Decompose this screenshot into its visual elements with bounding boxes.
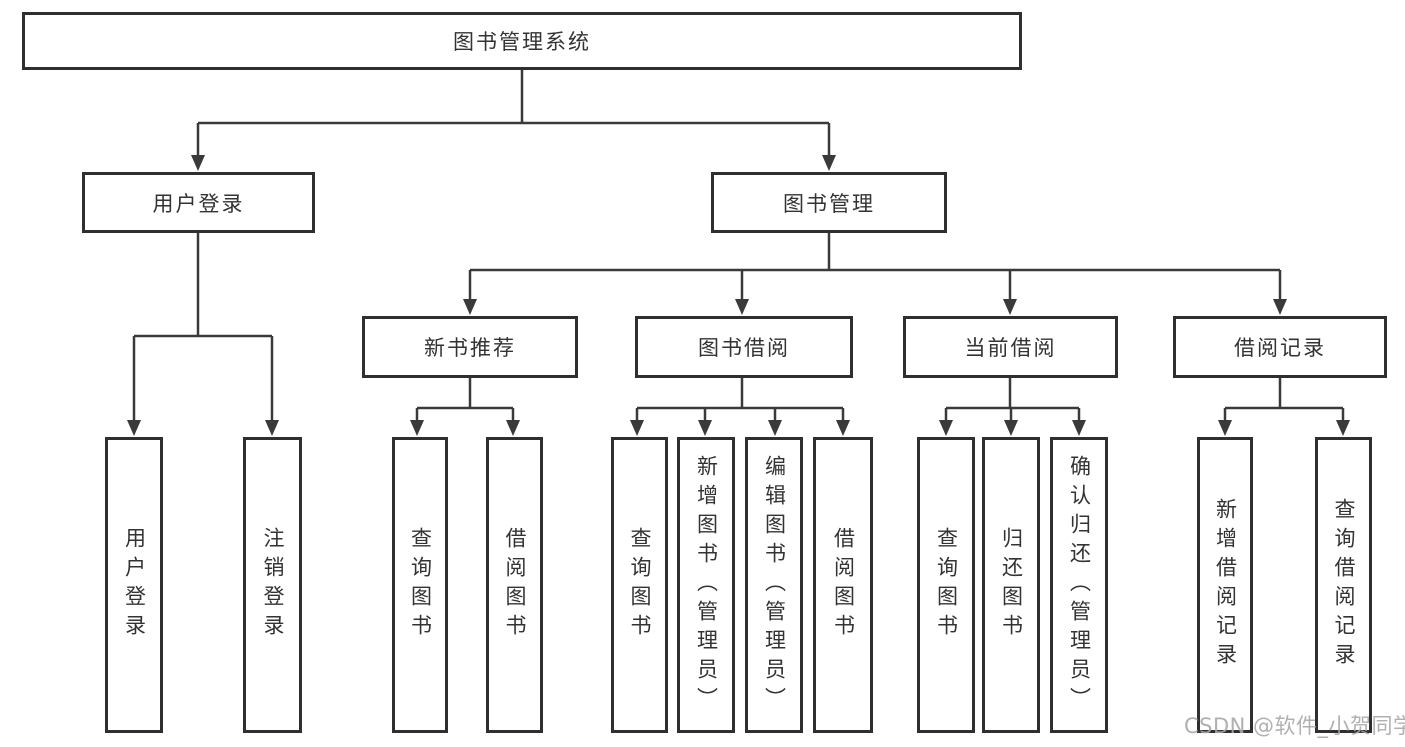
node-label: 新书推荐 (424, 336, 516, 360)
leaf-add-borrow-record: 新增借阅记录 (1197, 437, 1253, 733)
node-current-borrowing: 当前借阅 (903, 316, 1118, 378)
leaf-label: 确认归还（管理员） (1067, 454, 1092, 716)
leaf-label: 注销登录 (261, 527, 286, 643)
leaf-user-login: 用户登录 (105, 437, 163, 733)
node-user-login-branch: 用户登录 (82, 172, 315, 233)
leaf-logout: 注销登录 (243, 437, 302, 733)
leaf-label: 查询借阅记录 (1332, 498, 1357, 672)
leaf-label: 借阅图书 (831, 527, 856, 643)
leaf-query-borrow-record: 查询借阅记录 (1315, 437, 1372, 733)
leaf-label: 新增借阅记录 (1213, 498, 1238, 672)
leaf-query-books-borrowing: 查询图书 (611, 437, 668, 733)
leaf-add-book-admin: 新增图书（管理员） (677, 437, 735, 733)
leaf-edit-book-admin: 编辑图书（管理员） (745, 437, 803, 733)
leaf-return-book: 归还图书 (982, 437, 1040, 733)
leaf-label: 查询图书 (408, 527, 433, 643)
leaf-label: 查询图书 (628, 527, 653, 643)
node-label: 借阅记录 (1234, 336, 1326, 360)
leaf-label: 借阅图书 (503, 527, 528, 643)
csdn-watermark: CSDN @软件_小贺同学 (1184, 714, 1405, 738)
leaf-label: 新增图书（管理员） (694, 454, 719, 716)
node-new-book-recommend: 新书推荐 (362, 316, 578, 378)
node-label: 用户登录 (152, 191, 245, 216)
node-root-label: 图书管理系统 (453, 30, 591, 54)
leaf-query-books-current: 查询图书 (917, 437, 975, 733)
node-borrowing-records: 借阅记录 (1173, 316, 1387, 378)
node-root-system: 图书管理系统 (22, 12, 1022, 70)
leaf-confirm-return-admin: 确认归还（管理员） (1050, 437, 1108, 733)
leaf-query-books-recommend: 查询图书 (392, 437, 448, 733)
node-book-borrowing: 图书借阅 (635, 316, 853, 378)
node-label: 图书借阅 (698, 336, 790, 360)
node-label: 图书管理 (783, 191, 875, 216)
leaf-borrow-books: 借阅图书 (813, 437, 873, 733)
node-book-management: 图书管理 (711, 172, 947, 233)
leaf-borrow-books-recommend: 借阅图书 (486, 437, 543, 733)
leaf-label: 归还图书 (999, 527, 1024, 643)
leaf-label: 查询图书 (934, 527, 959, 643)
leaf-label: 用户登录 (122, 527, 147, 643)
leaf-label: 编辑图书（管理员） (762, 454, 787, 716)
node-label: 当前借阅 (964, 336, 1057, 360)
